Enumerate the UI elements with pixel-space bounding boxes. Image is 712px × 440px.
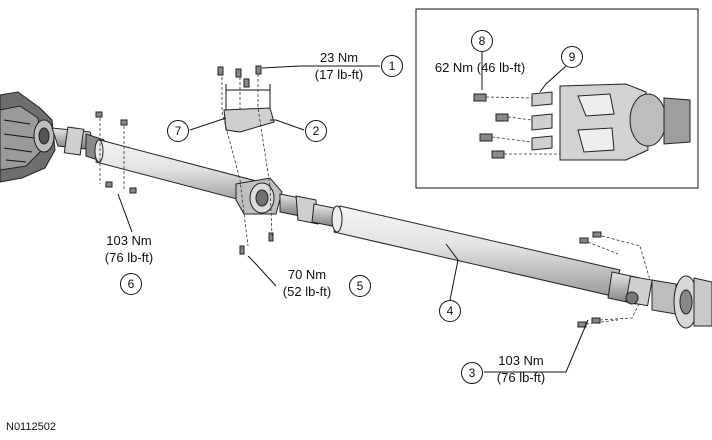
- svg-text:1: 1: [389, 59, 396, 73]
- alignment-lines: [99, 74, 651, 325]
- torque-label-6: 103 Nm (76 lb-ft): [105, 233, 153, 265]
- svg-text:(76 lb-ft): (76 lb-ft): [497, 370, 545, 385]
- fastener-bolts: [95, 65, 602, 328]
- svg-text:(17 lb-ft): (17 lb-ft): [315, 67, 363, 82]
- svg-text:103 Nm: 103 Nm: [106, 233, 152, 248]
- leader-lines: [117, 52, 589, 373]
- callout-9: 9: [561, 46, 583, 68]
- transmission-housing: [0, 91, 56, 183]
- callout-8: 8: [471, 30, 493, 52]
- svg-text:(76 lb-ft): (76 lb-ft): [105, 250, 153, 265]
- svg-text:70 Nm: 70 Nm: [288, 267, 326, 282]
- svg-text:103 Nm: 103 Nm: [498, 353, 544, 368]
- center-support-bracket: [223, 84, 275, 133]
- torque-label-5: 70 Nm (52 lb-ft): [283, 267, 331, 299]
- figure-id: N0112502: [6, 421, 56, 433]
- svg-text:7: 7: [175, 124, 182, 138]
- callout-1: 1: [381, 55, 403, 77]
- callout-6: 6: [120, 273, 142, 295]
- svg-text:6: 6: [128, 277, 135, 291]
- svg-text:23 Nm: 23 Nm: [320, 50, 358, 65]
- svg-text:4: 4: [447, 304, 454, 318]
- svg-text:3: 3: [469, 366, 476, 380]
- callout-3: 3: [461, 362, 483, 384]
- front-driveshaft-tube: [94, 139, 261, 205]
- torque-label-1: 23 Nm (17 lb-ft): [315, 50, 363, 82]
- svg-text:62 Nm (46 lb-ft): 62 Nm (46 lb-ft): [435, 60, 525, 75]
- callout-5: 5: [349, 275, 371, 297]
- callout-7: 7: [167, 120, 189, 142]
- detail-inset: [415, 8, 699, 189]
- callout-2: 2: [305, 120, 327, 142]
- center-support-bearing: [235, 177, 283, 215]
- torque-label-8: 62 Nm (46 lb-ft): [435, 60, 525, 75]
- svg-text:8: 8: [479, 34, 486, 48]
- svg-text:9: 9: [569, 50, 576, 64]
- svg-text:5: 5: [357, 279, 364, 293]
- torque-label-3: 103 Nm (76 lb-ft): [497, 353, 545, 385]
- svg-text:(52 lb-ft): (52 lb-ft): [283, 284, 331, 299]
- rear-driveshaft-tube: [331, 205, 621, 297]
- rear-u-joint-flange: [607, 271, 712, 329]
- svg-text:2: 2: [313, 124, 320, 138]
- callout-4: 4: [439, 300, 461, 322]
